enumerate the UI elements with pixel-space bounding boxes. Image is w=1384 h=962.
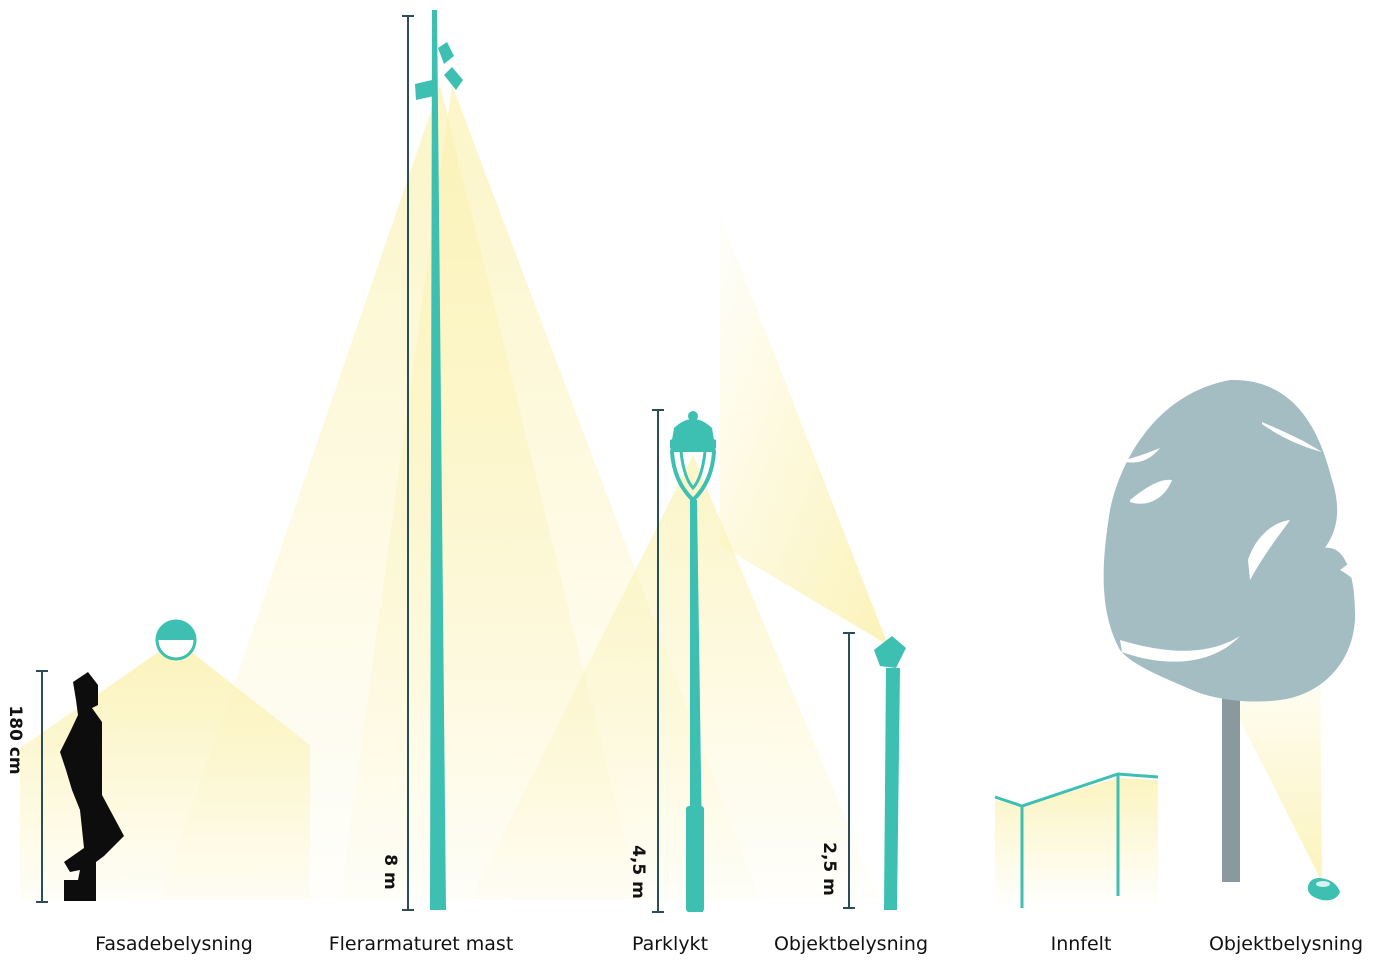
- person-height-label: 180 cm: [5, 705, 25, 775]
- label-objektbelysning-2: Objektbelysning: [1208, 933, 1364, 955]
- park-lantern: [670, 411, 716, 912]
- objekt-spotlight: [874, 636, 906, 910]
- parklykt-height-label: 4,5 m: [628, 845, 648, 899]
- mast-floodlight-right: [444, 67, 463, 90]
- mast-floodlight-left: [415, 80, 434, 100]
- label-objektbelysning-1: Objektbelysning: [773, 933, 929, 955]
- mast-height-label: 8 m: [380, 854, 400, 890]
- innfelt-light-glow: [995, 778, 1158, 910]
- label-parklykt: Parklykt: [631, 933, 709, 955]
- light-beams: [20, 85, 1322, 910]
- label-fasadebelysning: Fasadebelysning: [95, 933, 253, 955]
- facade-luminaire: [155, 619, 197, 661]
- tree: [1103, 379, 1356, 882]
- parklykt-height-line: [652, 409, 664, 913]
- mast-floodlight-top: [438, 42, 454, 64]
- objekt-height-line: [843, 632, 855, 909]
- mast-height-line: [402, 15, 414, 911]
- parklykt-light-beam: [470, 455, 880, 900]
- innfelt-wall: [994, 772, 1159, 908]
- person-height-line: [36, 670, 48, 903]
- objekt-spot-beam: [720, 215, 888, 645]
- label-flerarmaturet-mast: Flerarmaturet mast: [328, 933, 514, 955]
- multi-luminaire-mast: [415, 10, 463, 910]
- tree-crown: [1103, 379, 1356, 702]
- tree-uplight: [1307, 878, 1340, 901]
- objekt-height-label: 2,5 m: [819, 842, 839, 896]
- person-silhouette: [60, 672, 124, 901]
- label-innfelt: Innfelt: [1050, 933, 1112, 955]
